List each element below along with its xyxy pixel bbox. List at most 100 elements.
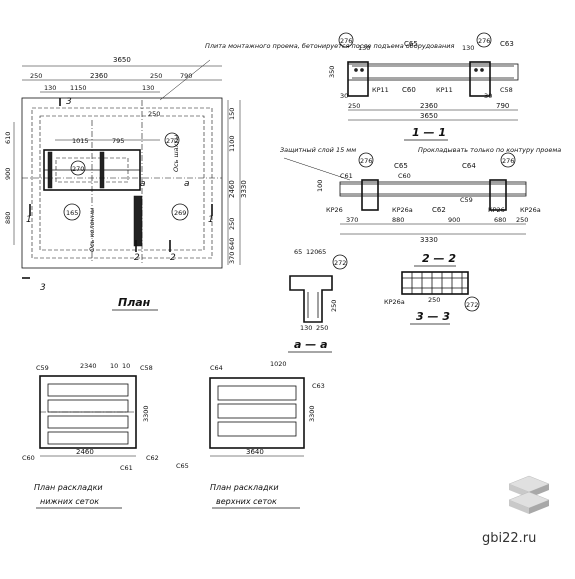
callout: 272 bbox=[166, 137, 178, 145]
section-mark: 3 bbox=[66, 97, 72, 107]
dim: 3300 bbox=[308, 405, 316, 422]
plan-dim-left: 880 bbox=[4, 212, 12, 224]
axis-label: Ось шахты bbox=[172, 135, 180, 172]
mesh-title: План раскладки bbox=[210, 483, 279, 492]
callout: 272 bbox=[466, 301, 478, 309]
rebar-label: КР11 bbox=[436, 86, 453, 94]
section-mark: 2 bbox=[170, 253, 176, 263]
dim: 250 bbox=[348, 102, 360, 110]
plan-dim: 2360 bbox=[90, 72, 108, 80]
rebar-label: КР26а bbox=[384, 298, 405, 306]
section-title: а — а bbox=[294, 338, 328, 351]
callout: 165 bbox=[66, 209, 78, 217]
section-mark: а bbox=[184, 179, 190, 189]
dim: 680 bbox=[494, 216, 506, 224]
mesh-title: верхних сеток bbox=[216, 497, 277, 506]
dim: 10 bbox=[122, 362, 130, 370]
mesh-label: С60 bbox=[22, 454, 35, 462]
plan-dim-right: 250 bbox=[228, 218, 236, 230]
rebar-label: КР26 bbox=[326, 206, 343, 214]
upper-mesh-layout: С64 1020 С63 3640 3300 С65 План раскладк… bbox=[176, 360, 325, 509]
callout: 270 bbox=[72, 165, 84, 173]
section-mark: 3 bbox=[40, 283, 46, 293]
rebar-label: С65 bbox=[394, 162, 408, 170]
plan-title: План bbox=[118, 296, 151, 309]
plan-dim: 130 bbox=[142, 84, 154, 92]
section-title: 3 — 3 bbox=[416, 310, 450, 323]
dim: 3330 bbox=[420, 236, 438, 244]
dim: 130 bbox=[462, 44, 474, 52]
site-watermark[interactable]: gbi22.ru bbox=[482, 531, 537, 546]
plan-dim-right: 2460 bbox=[228, 180, 236, 198]
callout: 272 bbox=[334, 259, 346, 267]
mesh-label: С59 bbox=[36, 364, 49, 372]
plan-dim-left: 610 bbox=[4, 132, 12, 144]
rebar-label: С65 bbox=[404, 40, 418, 48]
rebar-label: С62 bbox=[432, 206, 446, 214]
callout: 276 bbox=[478, 37, 490, 45]
mesh-label: С58 bbox=[140, 364, 153, 372]
mesh-label: С62 bbox=[146, 454, 159, 462]
dim: 65 bbox=[318, 248, 326, 256]
dim: 880 bbox=[392, 216, 404, 224]
plan-dim-total: 3650 bbox=[113, 56, 131, 64]
plan-dim-right: 1100 bbox=[228, 135, 236, 152]
section-title: 1 — 1 bbox=[412, 126, 446, 139]
plan-dim-right: 640 bbox=[228, 238, 236, 250]
plan-view: 3650 250 2360 250 790 130 1150 130 1015 … bbox=[4, 42, 454, 311]
callout: 276 bbox=[360, 157, 372, 165]
dim: 30 bbox=[340, 92, 348, 100]
dim: 250 bbox=[330, 300, 338, 312]
section-a-a: 65 120 65 272 250 130 250 а — а bbox=[288, 248, 348, 353]
mesh-label: С61 bbox=[120, 464, 133, 472]
callout: 269 bbox=[174, 209, 186, 217]
plan-dim: 790 bbox=[180, 72, 192, 80]
plan-dim-right: 370 bbox=[228, 252, 236, 264]
dim: 3300 bbox=[142, 405, 150, 422]
dim: 3650 bbox=[420, 112, 438, 120]
section-title: 2 — 2 bbox=[422, 252, 456, 265]
rebar-label: КР11 bbox=[372, 86, 389, 94]
section-mark: 2 bbox=[134, 253, 140, 263]
section-mark: а bbox=[140, 179, 146, 189]
plan-dim: 250 bbox=[30, 72, 42, 80]
rebar-label: С61 bbox=[340, 172, 353, 180]
mesh-label: С63 bbox=[312, 382, 325, 390]
callout: 276 bbox=[340, 37, 352, 45]
dim: 65 bbox=[294, 248, 302, 256]
dim: 790 bbox=[496, 102, 509, 110]
plan-dim: 795 bbox=[112, 137, 124, 145]
dim: 250 bbox=[428, 296, 440, 304]
plan-dim-right: 150 bbox=[228, 108, 236, 120]
rebar-label: КР26а bbox=[520, 206, 541, 214]
rebar-label: С63 bbox=[500, 40, 514, 48]
dim: 250 bbox=[316, 324, 328, 332]
dim: 130 bbox=[300, 324, 312, 332]
rebar-label: С58 bbox=[500, 86, 513, 94]
plan-dim: 130 bbox=[44, 84, 56, 92]
dim: 2340 bbox=[80, 362, 97, 370]
dim: 130 bbox=[358, 44, 370, 52]
mesh-title: нижних сеток bbox=[40, 497, 99, 506]
plan-dim: 1015 bbox=[72, 137, 89, 145]
dim: 30 bbox=[484, 92, 492, 100]
dim: 3640 bbox=[246, 448, 264, 456]
section-mark: 1 bbox=[26, 215, 32, 225]
dim: 100 bbox=[316, 180, 324, 192]
rebar-label: КР26 bbox=[488, 206, 505, 214]
dim: 350 bbox=[328, 66, 336, 78]
section-3-3: КР26а 272 250 3 — 3 bbox=[384, 271, 480, 325]
plan-dim-right: 3330 bbox=[240, 180, 248, 198]
rebar-label: С64 bbox=[462, 162, 476, 170]
callout: 276 bbox=[502, 157, 514, 165]
dim: 370 bbox=[346, 216, 358, 224]
rebar-label: С60 bbox=[398, 172, 411, 180]
section-2-2: Защитный слой 15 мм Прокладывать только … bbox=[280, 146, 561, 267]
rebar-label: КР26а bbox=[392, 206, 413, 214]
rebar-label: С60 bbox=[402, 86, 416, 94]
plan-dim: 250 bbox=[150, 72, 162, 80]
dim: 1020 bbox=[270, 360, 287, 368]
plan-dim: 1150 bbox=[70, 84, 87, 92]
